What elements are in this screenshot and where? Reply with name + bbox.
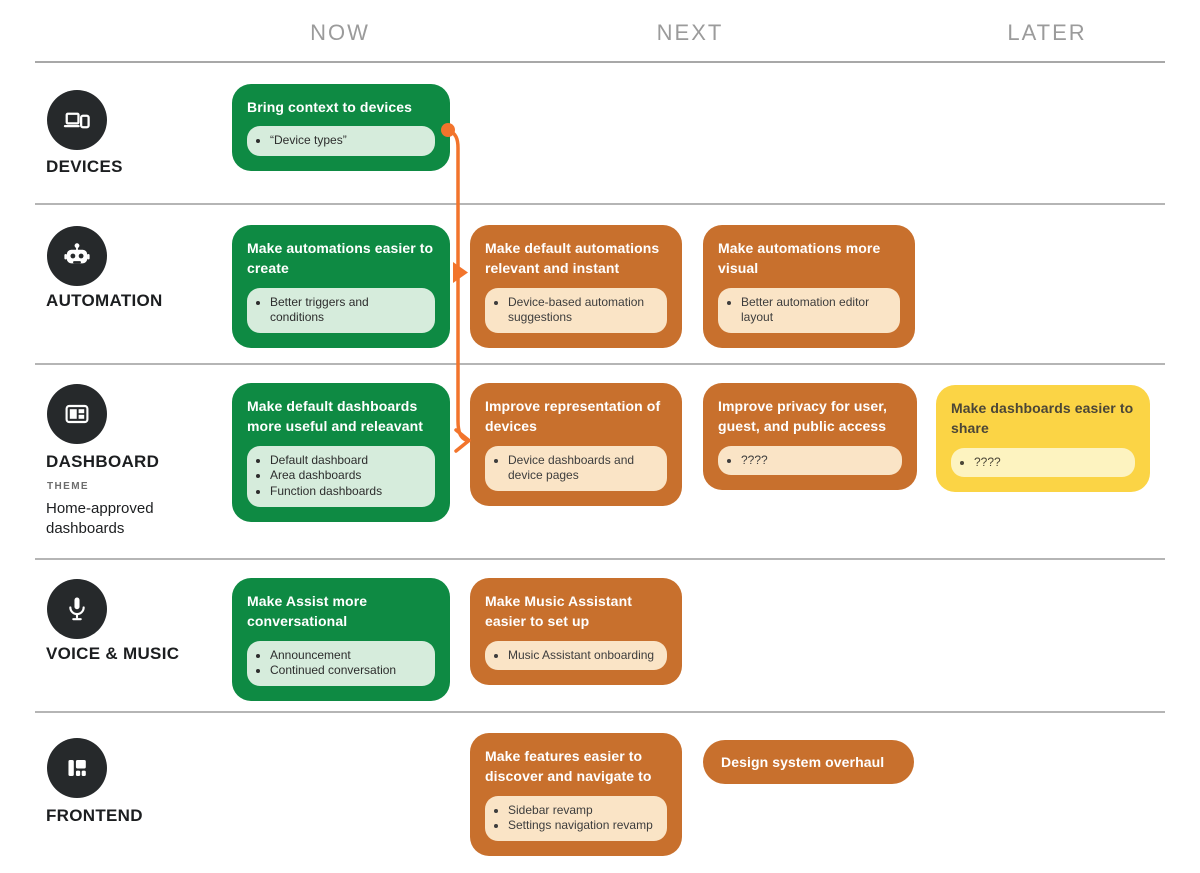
theme-label: THEME: [47, 481, 89, 492]
bullet-item: Continued conversation: [270, 663, 425, 679]
card-title: Make automations more visual: [718, 240, 881, 277]
divider: [35, 61, 1165, 63]
card-title: Improve privacy for user, guest, and pub…: [718, 398, 888, 435]
card-bullets-pill: Announcement Continued conversation: [247, 640, 435, 687]
roadmap-card-automations-visual: Make automations more visual Better auto…: [703, 225, 915, 349]
bullet-item: Device dashboards and device pages: [508, 453, 657, 485]
bullet-item: Settings navigation revamp: [508, 818, 657, 834]
column-header-later: LATER: [1007, 20, 1087, 45]
card-bullets-pill: Music Assistant onboarding: [485, 640, 667, 671]
card-title: Bring context to devices: [247, 99, 412, 115]
divider: [35, 711, 1165, 713]
card-title: Make Music Assistant easier to set up: [485, 593, 632, 630]
card-title: Make dashboards easier to share: [951, 400, 1134, 437]
bullet-item: Announcement: [270, 648, 425, 664]
roadmap-card-privacy: Improve privacy for user, guest, and pub…: [703, 383, 917, 491]
roadmap-card-default-automations: Make default automations relevant and in…: [470, 225, 682, 349]
column-header-next: NEXT: [656, 20, 724, 45]
card-bullets-pill: ????: [718, 445, 902, 476]
bullet-item: ????: [741, 453, 892, 469]
bullet-item: Function dashboards: [270, 484, 425, 500]
divider: [35, 203, 1165, 205]
bullet-item: “Device types”: [270, 133, 425, 149]
card-title: Make features easier to discover and nav…: [485, 748, 652, 785]
card-bullets-pill: “Device types”: [247, 126, 435, 157]
bullet-item: Sidebar revamp: [508, 803, 657, 819]
bullet-item: Device-based automation suggestions: [508, 295, 657, 327]
roadmap-card-bring-context: Bring context to devices “Device types”: [232, 84, 450, 172]
card-bullets-pill: ????: [951, 447, 1135, 478]
bullet-item: Area dashboards: [270, 468, 425, 484]
theme-text: Home-approved dashboards: [46, 500, 154, 538]
robot-icon: [47, 226, 107, 286]
bullet-item: Music Assistant onboarding: [508, 648, 657, 664]
roadmap-card-assist-conversational: Make Assist more conversational Announce…: [232, 578, 450, 702]
roadmap-card-automations-easier: Make automations easier to create Better…: [232, 225, 450, 349]
card-bullets-pill: Default dashboard Area dashboards Functi…: [247, 445, 435, 508]
row-label-frontend: FRONTEND: [46, 806, 143, 825]
roadmap-card-design-system: Design system overhaul: [703, 740, 914, 785]
card-bullets-pill: Better triggers and conditions: [247, 287, 435, 334]
card-bullets-pill: Device dashboards and device pages: [485, 445, 667, 492]
card-bullets-pill: Better automation editor layout: [718, 287, 900, 334]
row-label-automation: AUTOMATION: [46, 291, 163, 310]
card-title: Make automations easier to create: [247, 240, 434, 277]
devices-icon: [47, 90, 107, 150]
roadmap-card-music-assistant: Make Music Assistant easier to set up Mu…: [470, 578, 682, 686]
divider: [35, 558, 1165, 560]
card-bullets-pill: Sidebar revamp Settings navigation revam…: [485, 795, 667, 842]
bullet-item: Default dashboard: [270, 453, 425, 469]
row-label-devices: DEVICES: [46, 157, 123, 176]
bullet-item: Better automation editor layout: [741, 295, 890, 327]
bullet-item: Better triggers and conditions: [270, 295, 425, 327]
card-title: Make Assist more conversational: [247, 593, 368, 630]
row-label-dashboard: DASHBOARD: [46, 452, 160, 471]
dashboard-icon: [47, 384, 107, 444]
roadmap-card-device-representation: Improve representation of devices Device…: [470, 383, 682, 507]
card-title: Make default automations relevant and in…: [485, 240, 660, 277]
frontend-icon: [47, 738, 107, 798]
row-label-voice-music: VOICE & MUSIC: [46, 644, 180, 663]
roadmap-card-share-dashboards: Make dashboards easier to share ????: [936, 385, 1150, 493]
card-title: Design system overhaul: [721, 754, 885, 770]
card-title: Make default dashboards more useful and …: [247, 398, 424, 435]
card-bullets-pill: Device-based automation suggestions: [485, 287, 667, 334]
bullet-item: ????: [974, 455, 1125, 471]
divider: [35, 363, 1165, 365]
roadmap-card-default-dashboards: Make default dashboards more useful and …: [232, 383, 450, 523]
roadmap-card-discover-features: Make features easier to discover and nav…: [470, 733, 682, 857]
card-title: Improve representation of devices: [485, 398, 661, 435]
microphone-icon: [47, 579, 107, 639]
column-header-now: NOW: [310, 20, 370, 45]
